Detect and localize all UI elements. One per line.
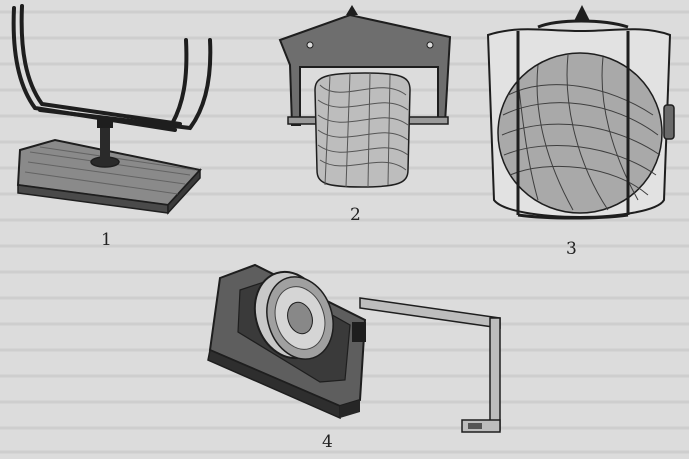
figure-2-bracket-roll-icon [278, 5, 452, 188]
figure-3-twine-bag-icon [486, 5, 675, 220]
figure-2-label: 2 [350, 205, 361, 225]
figure-1-wire-holder-icon [11, 4, 213, 215]
figure-3-label: 3 [566, 239, 577, 259]
figure-4-tape-dispenser-icon [207, 263, 501, 433]
figure-1-label: 1 [101, 230, 112, 250]
figure-4-label: 4 [322, 432, 333, 452]
